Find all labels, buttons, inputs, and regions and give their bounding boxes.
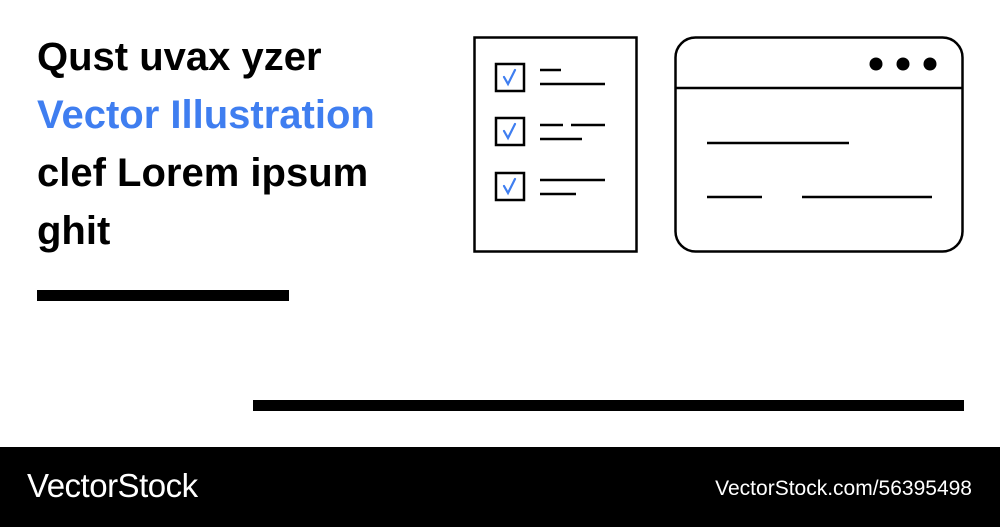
checklist-item-3 bbox=[494, 171, 605, 202]
headline-line-4: ghit bbox=[37, 209, 111, 253]
headline-line-3: clef Lorem ipsum bbox=[37, 151, 369, 195]
checkmark-icon bbox=[502, 122, 517, 141]
brand-logo: VectorStock bbox=[27, 467, 198, 504]
headline-line-1: Qust uvax yzer bbox=[37, 35, 322, 79]
headline: Qust uvax yzer Vector Illustration clef … bbox=[37, 28, 457, 260]
window-dot-icon bbox=[896, 57, 910, 71]
window-frame bbox=[674, 36, 964, 253]
checkbox-icon bbox=[494, 62, 526, 93]
footer-banner: VectorStock VectorStock.com/56395498 bbox=[0, 447, 1000, 527]
checklist-item-1 bbox=[494, 62, 605, 93]
checkbox-icon bbox=[494, 116, 526, 147]
decorative-bar-long bbox=[253, 400, 964, 411]
checkmark-icon bbox=[502, 68, 517, 87]
browser-window-icon bbox=[674, 36, 964, 253]
checkbox-icon bbox=[494, 171, 526, 202]
decorative-bar-short bbox=[37, 290, 289, 301]
window-dot-icon bbox=[923, 57, 937, 71]
checklist-document-icon bbox=[473, 36, 638, 253]
checkmark-icon bbox=[502, 177, 517, 196]
checklist-item-2 bbox=[494, 116, 605, 147]
headline-line-2-accent: Vector Illustration bbox=[37, 93, 375, 137]
image-url: VectorStock.com/56395498 bbox=[715, 477, 972, 500]
window-dot-icon bbox=[869, 57, 883, 71]
